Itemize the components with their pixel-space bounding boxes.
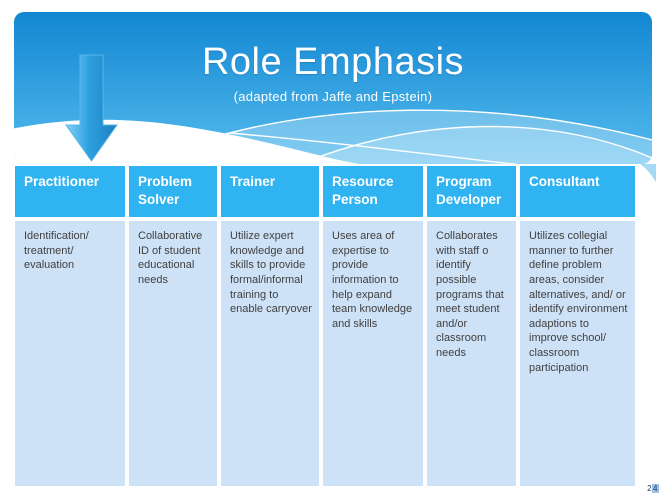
header-band: [14, 12, 656, 182]
column-header: Program Developer: [427, 166, 516, 217]
table-column-trainer: Trainer Utilize expert knowledge and ski…: [221, 166, 319, 486]
table-column-consultant: Consultant Utilizes collegial manner to …: [520, 166, 635, 486]
column-body: Collaborative ID of student educational …: [129, 221, 217, 486]
slide-subtitle: (adapted from Jaffe and Epstein): [233, 88, 433, 104]
page-number-digit-highlighted: 4: [652, 484, 659, 493]
column-body: Uses area of expertise to provide inform…: [323, 221, 423, 486]
title-block: Role Emphasis (adapted from Jaffe and Ep…: [0, 41, 666, 104]
column-body: Collaborates with staff o identify possi…: [427, 221, 516, 486]
column-body: Utilize expert knowledge and skills to p…: [221, 221, 319, 486]
role-emphasis-table: Practitioner Identification/ treatment/ …: [15, 166, 639, 486]
table-column-practitioner: Practitioner Identification/ treatment/ …: [15, 166, 125, 486]
column-header: Problem Solver: [129, 166, 217, 217]
column-header: Consultant: [520, 166, 635, 217]
page-number: 24: [647, 484, 659, 493]
table-column-resource-person: Resource Person Uses area of expertise t…: [323, 166, 423, 486]
column-header: Resource Person: [323, 166, 423, 217]
column-header: Practitioner: [15, 166, 125, 217]
wave-overhang: [640, 164, 656, 182]
column-body: Identification/ treatment/ evaluation: [15, 221, 125, 486]
white-wave: [14, 119, 570, 164]
down-arrow-icon: [65, 54, 118, 162]
table-column-program-developer: Program Developer Collaborates with staf…: [427, 166, 516, 486]
page-number-digit: 2: [647, 484, 653, 493]
column-header: Trainer: [221, 166, 319, 217]
slide-title: Role Emphasis: [201, 41, 465, 83]
column-body: Utilizes collegial manner to further def…: [520, 221, 635, 486]
table-column-problem-solver: Problem Solver Collaborative ID of stude…: [129, 166, 217, 486]
